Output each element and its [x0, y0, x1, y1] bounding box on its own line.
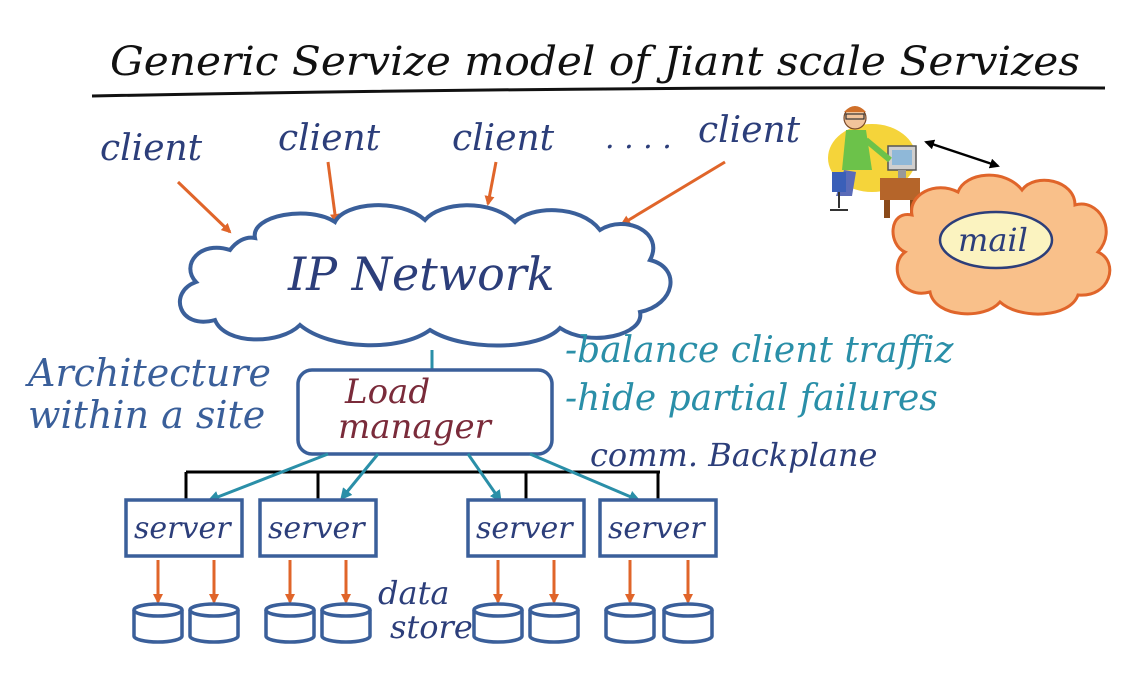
note-hide-failures: -hide partial failures — [565, 378, 938, 419]
diagram-title: Generic Servize model of Jiant scale Ser… — [110, 39, 1080, 85]
data-store-icon — [132, 602, 184, 644]
user-at-computer-icon — [828, 106, 920, 218]
data-store-label-line1: data — [378, 574, 450, 612]
backplane-label: comm. Backplane — [590, 436, 877, 474]
server-label-2: server — [268, 511, 366, 546]
data-store-icon — [188, 602, 240, 644]
manager-arrow-4 — [529, 452, 641, 502]
client-label-1: client — [100, 128, 203, 169]
data-store-icon — [662, 602, 714, 644]
client-ellipsis: . . . . — [605, 121, 672, 156]
client-arrow-4 — [620, 160, 726, 226]
manager-arrow-1 — [207, 452, 329, 503]
server-box-1: server — [124, 498, 244, 558]
user-mail-link — [924, 139, 1000, 169]
data-store-icon — [320, 602, 372, 644]
server-box-4: server — [598, 498, 718, 558]
mail-label: mail — [958, 221, 1028, 259]
server-label-3: server — [476, 511, 574, 546]
data-store-icon — [264, 602, 316, 644]
load-manager-box: Load manager — [296, 368, 554, 456]
data-store-icon — [472, 602, 524, 644]
title-underline — [91, 86, 1106, 98]
server-label-4: server — [608, 511, 706, 546]
server-box-3: server — [466, 498, 586, 558]
note-balance-traffic: -balance client traffiz — [565, 330, 954, 371]
client-label-4: client — [698, 110, 801, 151]
client-arrow-2 — [326, 161, 340, 224]
architecture-label-line2: within a site — [28, 393, 265, 437]
data-store-icon — [604, 602, 656, 644]
data-store-icon — [528, 602, 580, 644]
server-box-2: server — [258, 498, 378, 558]
comm-backplane — [184, 470, 660, 500]
manager-arrow-2 — [340, 453, 380, 501]
load-manager-label-line1: Load — [344, 372, 430, 412]
client-label-3: client — [452, 118, 555, 159]
data-store-label-line2: store — [390, 608, 473, 646]
client-arrow-3 — [484, 161, 498, 206]
client-arrow-1 — [176, 180, 232, 234]
load-manager-label-line2: manager — [338, 407, 493, 447]
client-label-2: client — [278, 118, 381, 159]
server-label-1: server — [134, 511, 232, 546]
architecture-label-line1: Architecture — [25, 351, 271, 395]
data-store-cylinders — [132, 602, 714, 644]
ip-network-cloud: IP Network — [178, 203, 673, 348]
manager-arrow-3 — [466, 453, 502, 503]
ip-network-label: IP Network — [287, 247, 555, 301]
mail-cloud: mail — [891, 173, 1112, 316]
server-to-store-arrows — [153, 560, 693, 604]
